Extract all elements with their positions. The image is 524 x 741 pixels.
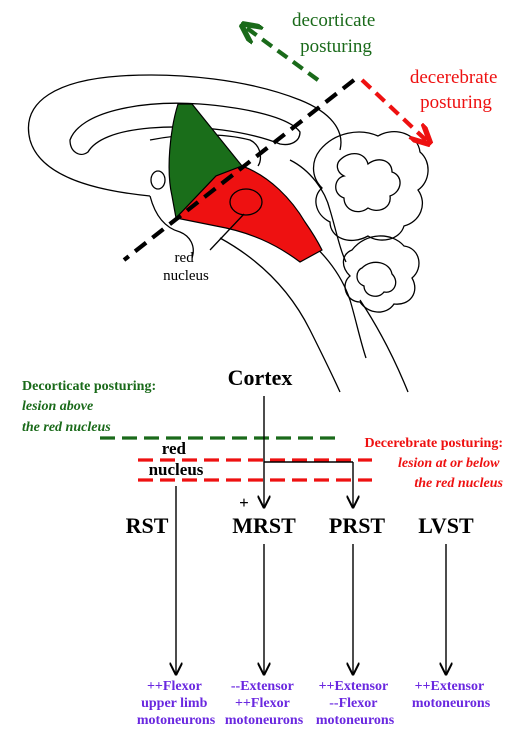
fourth-ventricle xyxy=(289,159,347,263)
hypothalamus-outline xyxy=(149,195,194,259)
decorticate-posturing-label: decorticate posturing xyxy=(292,10,380,57)
plus-sign: + xyxy=(239,493,249,512)
cortex-label: Cortex xyxy=(228,365,293,390)
target-prst: ++Extensor --Flexor motoneurons xyxy=(316,679,395,728)
corpus-callosum xyxy=(69,102,301,155)
target-lvst: ++Extensor motoneurons xyxy=(412,679,491,711)
target-rst: ++Flexor upper limb motoneurons xyxy=(137,679,216,728)
red-nucleus-shape xyxy=(229,188,263,216)
transection-line xyxy=(122,78,356,262)
cortex-outline xyxy=(27,74,342,197)
anterior-commissure xyxy=(150,170,166,190)
cerebellum xyxy=(312,131,429,313)
tract-label-mrst: MRST xyxy=(232,513,296,538)
decerebrate-arrow xyxy=(360,78,428,142)
tract-label-lvst: LVST xyxy=(418,513,474,538)
decorticate-desc: lesion above the red nucleus xyxy=(22,399,111,435)
red-nucleus-node: red nucleus xyxy=(149,439,204,479)
pathway-connections xyxy=(176,396,446,674)
decorticate-title: Decorticate posturing: xyxy=(22,379,156,394)
red-nucleus-pointer xyxy=(209,213,245,251)
brain-illustration xyxy=(27,74,429,393)
decerebrate-title: Decerebrate posturing: xyxy=(364,436,503,451)
tract-label-rst: RST xyxy=(126,513,169,538)
decorticate-arrow xyxy=(244,26,320,82)
tract-label-prst: PRST xyxy=(329,513,386,538)
target-mrst: --Extensor ++Flexor motoneurons xyxy=(225,679,304,728)
decerebrate-desc: lesion at or below the red nucleus xyxy=(398,456,504,491)
decerebrate-posturing-label: decerebrate posturing xyxy=(410,67,502,113)
red-nucleus-anatomy-label: red nucleus xyxy=(163,250,209,284)
